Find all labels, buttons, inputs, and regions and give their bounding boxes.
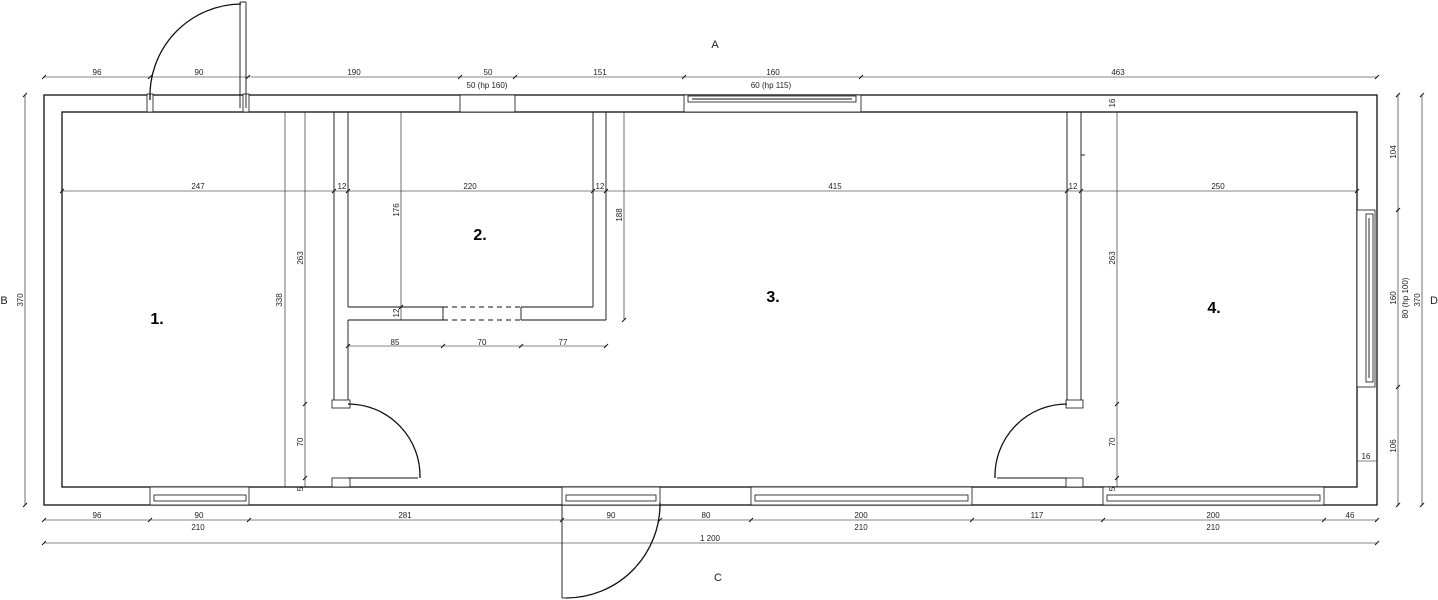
dim-top-50: 50 — [484, 68, 493, 77]
dim-left-70: 70 — [296, 437, 305, 446]
dim-bottom-90b: 90 — [607, 511, 616, 520]
dim-room3-width: 415 — [828, 182, 842, 191]
dim-room4-width: 250 — [1211, 182, 1225, 191]
window-bottom-3 — [750, 486, 973, 506]
dim-top-96: 96 — [93, 68, 102, 77]
window-label-right: 80 (hp 100) — [1401, 277, 1410, 318]
height-label-210-b: 210 — [854, 523, 868, 532]
dim-left-263: 263 — [296, 251, 305, 265]
window-bottom-4 — [1102, 486, 1325, 506]
dim-bottom-96: 96 — [93, 511, 102, 520]
dim-wall-12-a: 12 — [338, 182, 347, 191]
dim-top-151: 151 — [593, 68, 607, 77]
dim-bottom-200b: 200 — [1206, 511, 1220, 520]
inner-wall — [61, 111, 1358, 488]
side-label-c: C — [714, 572, 722, 584]
dim-right-104: 104 — [1389, 145, 1398, 159]
dim-right-wall-16: 16 — [1362, 452, 1371, 461]
dim-top-wall-16: 16 — [1108, 98, 1117, 107]
partition-room2 — [348, 112, 607, 321]
dim-opening-85: 85 — [391, 338, 400, 347]
dim-room2-wall-depth: 188 — [615, 208, 624, 222]
dim-bottom-90: 90 — [195, 511, 204, 520]
dim-right-160: 160 — [1389, 291, 1398, 305]
outer-wall — [43, 94, 1378, 506]
window-label-top-large: 60 (hp 115) — [751, 81, 792, 90]
dim-top-463: 463 — [1111, 68, 1125, 77]
dim-left-370: 370 — [16, 293, 25, 307]
dim-right-370: 370 — [1413, 293, 1422, 307]
dim-wall-12-c: 12 — [1069, 182, 1078, 191]
side-label-d: D — [1430, 295, 1438, 307]
height-label-210-a: 210 — [191, 523, 205, 532]
dim-right-106: 106 — [1389, 439, 1398, 453]
dim-bottom-281: 281 — [398, 511, 412, 520]
room-label-1: 1. — [150, 311, 163, 328]
dim-bottom-46: 46 — [1346, 511, 1355, 520]
window-top-large — [683, 94, 862, 113]
room-label-4: 4. — [1207, 300, 1220, 317]
dim-right-5: 5 — [1108, 486, 1117, 491]
dim-room2-wall-12: 12 — [392, 308, 401, 317]
top-entrance-door — [146, 1, 250, 113]
partition-right — [994, 112, 1085, 488]
dim-opening-77: 77 — [559, 338, 568, 347]
window-label-top-small: 50 (hp 160) — [467, 81, 508, 90]
side-label-b: B — [0, 295, 7, 307]
room-label-2: 2. — [473, 227, 486, 244]
window-right — [1356, 209, 1376, 388]
dim-room2-width: 220 — [463, 182, 477, 191]
dim-top-160: 160 — [766, 68, 780, 77]
window-bottom-1 — [149, 486, 250, 506]
dim-top-90: 90 — [195, 68, 204, 77]
dim-left-338: 338 — [275, 293, 284, 307]
dim-right-263: 263 — [1108, 251, 1117, 265]
window-top-small — [459, 94, 516, 113]
partition-left — [331, 112, 421, 488]
dim-right-70: 70 — [1108, 437, 1117, 446]
dim-bottom-80: 80 — [702, 511, 711, 520]
dim-bottom-200a: 200 — [854, 511, 868, 520]
dim-room1-width: 247 — [191, 182, 205, 191]
dim-left-5: 5 — [296, 486, 305, 491]
room-label-3: 3. — [766, 289, 779, 306]
bottom-entrance-door — [561, 486, 661, 599]
dim-opening-70: 70 — [478, 338, 487, 347]
dim-bottom-117: 117 — [1031, 511, 1044, 520]
dimension-lines — [22, 74, 1425, 546]
side-label-a: A — [711, 39, 719, 51]
dim-room2-depth: 176 — [392, 203, 401, 217]
dim-wall-12-b: 12 — [596, 182, 605, 191]
height-label-210-c: 210 — [1206, 523, 1220, 532]
dim-top-190: 190 — [347, 68, 361, 77]
dim-total-length: 1 200 — [700, 534, 721, 543]
